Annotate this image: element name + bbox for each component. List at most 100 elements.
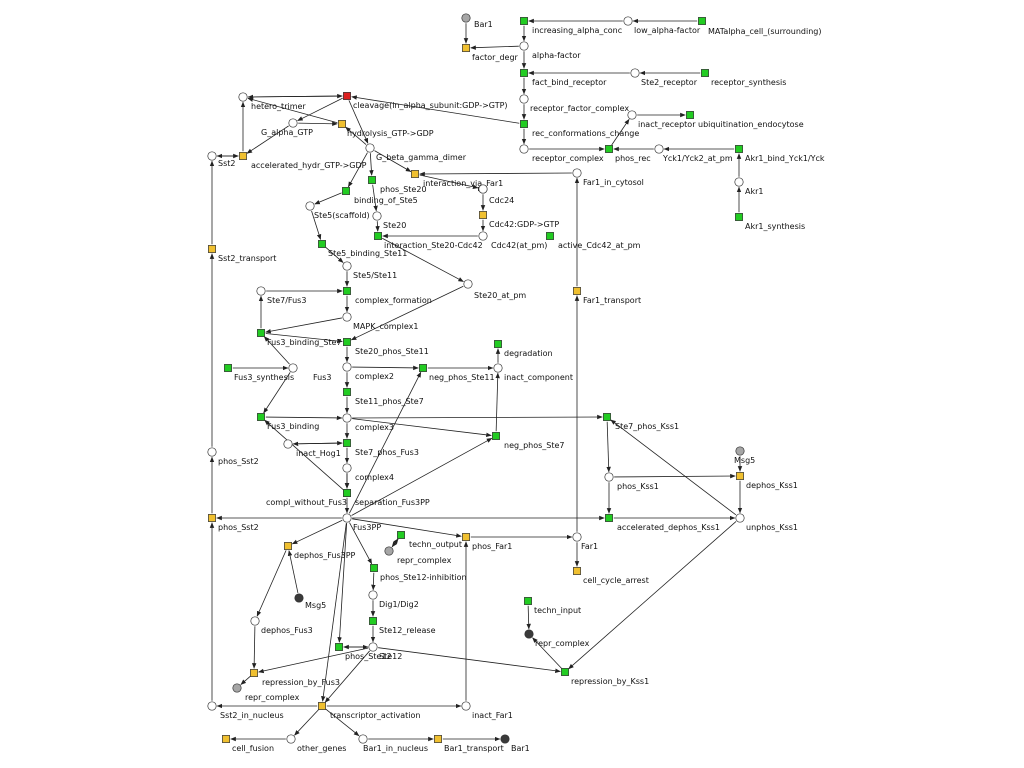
node-ste20_phos_ste11[interactable]: Ste20_phos_Ste11 (343, 338, 429, 356)
node-ste5[interactable]: Ste5(scaffold) (305, 201, 370, 220)
transition-box[interactable] (224, 364, 232, 372)
place-circle[interactable] (238, 92, 248, 102)
node-separation[interactable]: separation_Fus3PP (343, 489, 430, 507)
node-low_alpha_place[interactable] (623, 16, 633, 26)
transition-box[interactable] (419, 364, 427, 372)
transition-box[interactable] (603, 413, 611, 421)
transition-box[interactable] (397, 531, 405, 539)
transition-box[interactable] (284, 542, 292, 550)
node-phos_sst2[interactable]: phos_Sst2 (208, 514, 259, 532)
node-unphos_kss1[interactable]: unphos_Kss1 (735, 513, 798, 532)
transition-box[interactable] (462, 533, 470, 541)
transition-box[interactable] (368, 176, 376, 184)
node-ste12[interactable]: Ste12 (368, 642, 403, 661)
node-bar1_top[interactable]: Bar1 (461, 13, 493, 29)
node-compl_wo_fus3[interactable]: compl_without_Fus3 (266, 489, 351, 507)
node-cdc24[interactable]: Cdc24 (478, 184, 514, 205)
place-circle[interactable] (519, 41, 529, 51)
transition-box[interactable] (735, 145, 743, 153)
node-fus3_binding[interactable]: Fus3_binding (257, 413, 319, 431)
transition-box[interactable] (701, 69, 709, 77)
node-receptor_complex[interactable]: receptor_complex (519, 144, 604, 163)
transition-box[interactable] (222, 735, 230, 743)
node-complex_formation[interactable]: complex_formation (343, 287, 432, 305)
node-dephos_fus3pp[interactable]: dephos_Fus3PP (284, 542, 356, 560)
transition-box[interactable] (374, 232, 382, 240)
node-fus3[interactable]: Fus3 (288, 363, 332, 382)
node-ubiq[interactable]: ubiquitination_endocytose (686, 111, 804, 129)
node-repr_complex_right[interactable]: repr_complex (524, 629, 590, 648)
node-inact_component[interactable]: inact_component (493, 363, 573, 382)
transition-box[interactable] (335, 643, 343, 651)
node-sst2_nucleus[interactable]: Sst2_in_nucleus (207, 701, 284, 720)
transition-box[interactable] (520, 69, 528, 77)
transition-box[interactable] (494, 340, 502, 348)
node-cdc42_gtp[interactable]: Cdc42:GDP->GTP (479, 211, 559, 229)
node-ste20[interactable]: Ste20 (372, 211, 407, 230)
transition-box[interactable] (343, 287, 351, 295)
transition-box[interactable] (605, 514, 613, 522)
place-circle[interactable] (572, 168, 582, 178)
node-cdc42[interactable]: Cdc42(at_pm) (478, 231, 548, 250)
node-fus3_synth[interactable]: Fus3_synthesis (224, 364, 294, 382)
node-bar1_nucleus[interactable]: Bar1_in_nucleus (358, 734, 428, 753)
transition-box[interactable] (370, 564, 378, 572)
transition-box[interactable] (735, 213, 743, 221)
node-far1_transport[interactable]: Far1_transport (573, 287, 641, 305)
transition-box[interactable] (686, 111, 694, 119)
transition-box[interactable] (411, 170, 419, 178)
place-circle[interactable] (358, 734, 368, 744)
node-binding_ste5[interactable]: binding_of_Ste5 (342, 187, 418, 205)
place-circle[interactable] (493, 363, 503, 373)
transition-box[interactable] (605, 145, 613, 153)
node-techn_output[interactable]: techn_output (397, 531, 462, 549)
place-circle[interactable] (572, 532, 582, 542)
transition-box[interactable] (342, 187, 350, 195)
node-fus3pp[interactable]: Fus3PP (342, 513, 382, 532)
place-circle[interactable] (207, 151, 217, 161)
transition-box[interactable] (479, 211, 487, 219)
place-circle[interactable] (283, 439, 293, 449)
place-circle[interactable] (342, 261, 352, 271)
node-hetero[interactable]: hetero_trimer (238, 92, 307, 111)
node-inact_receptor[interactable]: inact_receptor (627, 110, 696, 129)
node-rec_conf[interactable]: rec_conformations_change (520, 120, 639, 138)
transition-box[interactable] (698, 17, 706, 25)
node-active_cdc42[interactable]: active_Cdc42_at_pm (546, 232, 641, 250)
node-interaction_ste20[interactable]: interaction_Ste20-Cdc42 (374, 232, 483, 250)
transition-box[interactable] (250, 669, 258, 677)
node-repr_complex_mid[interactable]: repr_complex (384, 546, 452, 565)
node-g_alpha[interactable]: G_alpha_GTP (261, 118, 313, 137)
node-receptor_synthesis[interactable]: receptor_synthesis (701, 69, 786, 87)
transition-box[interactable] (343, 388, 351, 396)
node-neg_phos_ste11[interactable]: neg_phos_Ste11 (419, 364, 495, 382)
node-increasing_alpha[interactable]: increasing_alpha_conc (520, 17, 622, 35)
place-circle[interactable] (735, 513, 745, 523)
node-phos_kss1[interactable]: phos_Kss1 (604, 472, 659, 491)
node-ste5_ste11[interactable]: Ste5/Ste11 (342, 261, 397, 280)
node-gbg[interactable]: G_beta_gamma_dimer (365, 143, 467, 162)
node-neg_phos_ste7[interactable]: neg_phos_Ste7 (492, 432, 565, 450)
node-ste7_phos_kss1[interactable]: Ste7_phos_Kss1 (603, 413, 679, 431)
transition-box[interactable] (257, 329, 265, 337)
node-ste7fus3[interactable]: Ste7/Fus3 (256, 286, 307, 305)
transition-box[interactable] (343, 439, 351, 447)
node-alpha_factor[interactable]: alpha-factor (519, 41, 581, 60)
transition-box[interactable] (546, 232, 554, 240)
node-repression_fus3[interactable]: repression_by_Fus3 (250, 669, 340, 687)
place-circle[interactable] (294, 593, 304, 603)
node-inact_far1[interactable]: inact_Far1 (461, 701, 513, 720)
node-fus3_bind_ste7[interactable]: Fus3_binding_Ste7 (257, 329, 342, 347)
node-matalpha[interactable]: MATalpha_cell_(surrounding) (708, 27, 821, 36)
transition-box[interactable] (434, 735, 442, 743)
transition-box[interactable] (343, 92, 351, 100)
place-circle[interactable] (734, 177, 744, 187)
place-circle[interactable] (630, 68, 640, 78)
node-far1[interactable]: Far1 (572, 532, 598, 551)
node-interaction_far1[interactable]: interaction_via_Far1 (411, 170, 503, 188)
transition-box[interactable] (343, 338, 351, 346)
transition-box[interactable] (736, 472, 744, 480)
node-ste2_receptor[interactable]: Ste2_receptor (630, 68, 698, 87)
transition-box[interactable] (573, 287, 581, 295)
transition-box[interactable] (343, 489, 351, 497)
